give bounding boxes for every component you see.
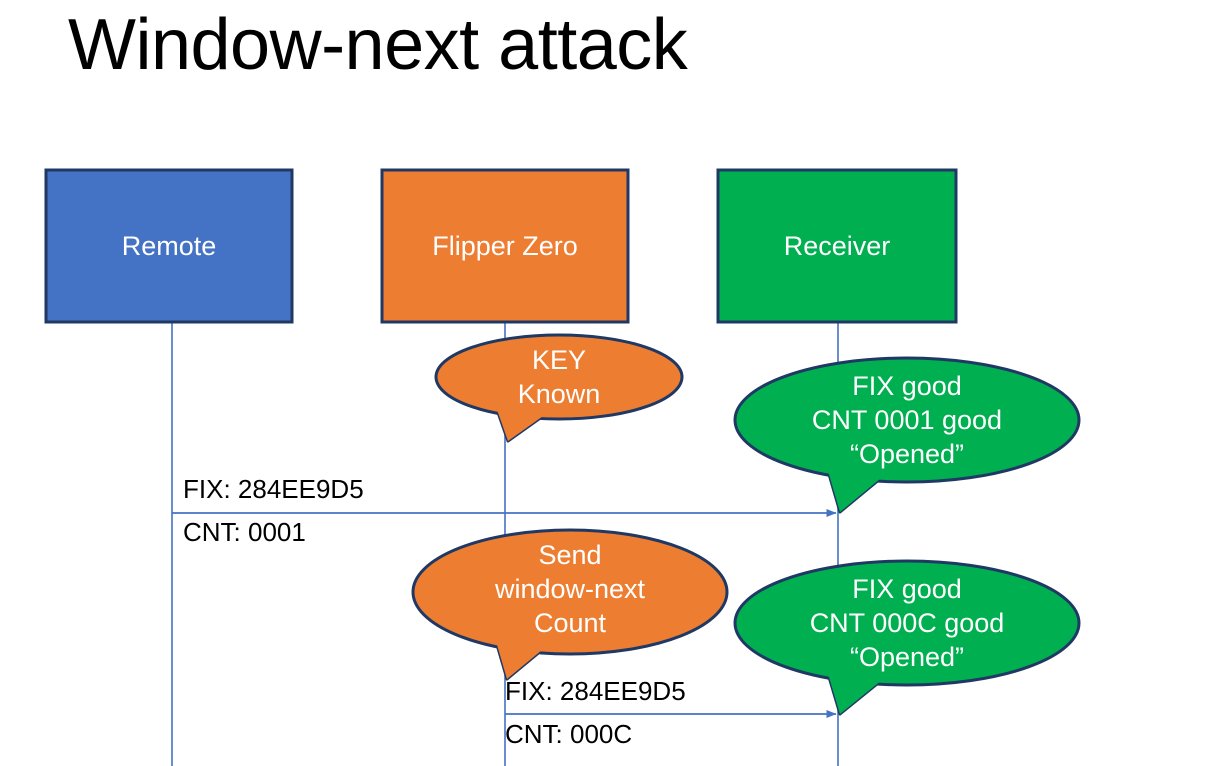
callout-text-send-window-next: Send window-next Count bbox=[413, 538, 727, 640]
actor-box-flipper[interactable] bbox=[380, 168, 630, 324]
callout-line: CNT 0001 good bbox=[811, 405, 1003, 435]
callout-fix-good-0001[interactable] bbox=[733, 356, 1081, 514]
actor-label-receiver: Receiver bbox=[783, 231, 891, 261]
actor-label-remote: Remote bbox=[121, 231, 217, 261]
callout-line: “Opened” bbox=[849, 642, 965, 672]
callout-text-fix-good-000C: FIX good CNT 000C good “Opened” bbox=[735, 572, 1079, 674]
actor-box-remote[interactable] bbox=[44, 168, 294, 324]
callout-line: “Opened” bbox=[849, 439, 965, 469]
callout-key-known[interactable] bbox=[434, 333, 684, 443]
callout-fix-good-000C[interactable] bbox=[733, 559, 1081, 716]
message-1-fix-label: FIX: 284EE9D5 bbox=[183, 474, 364, 504]
callout-text-fix-good-0001: FIX good CNT 0001 good “Opened” bbox=[735, 369, 1079, 471]
callout-line: window-next bbox=[494, 574, 646, 604]
callout-line: KEY bbox=[531, 345, 587, 375]
callout-line: FIX good bbox=[852, 574, 962, 604]
callout-line: CNT 000C good bbox=[809, 608, 1005, 638]
callout-send-window-next[interactable] bbox=[411, 528, 729, 681]
message-2-cnt-label: CNT: 000C bbox=[505, 719, 633, 749]
message-2-fix-label: FIX: 284EE9D5 bbox=[505, 676, 686, 706]
callout-line: Send bbox=[538, 540, 602, 570]
actor-box-receiver[interactable] bbox=[716, 168, 958, 324]
callout-text-key-known: KEY Known bbox=[436, 343, 682, 411]
callout-line: FIX good bbox=[852, 371, 962, 401]
actor-label-flipper: Flipper Zero bbox=[432, 231, 578, 261]
callout-line: Known bbox=[517, 379, 601, 409]
callout-line: Count bbox=[533, 608, 607, 638]
message-1-cnt-label: CNT: 0001 bbox=[183, 517, 306, 547]
page-title: Window-next attack bbox=[68, 5, 688, 85]
